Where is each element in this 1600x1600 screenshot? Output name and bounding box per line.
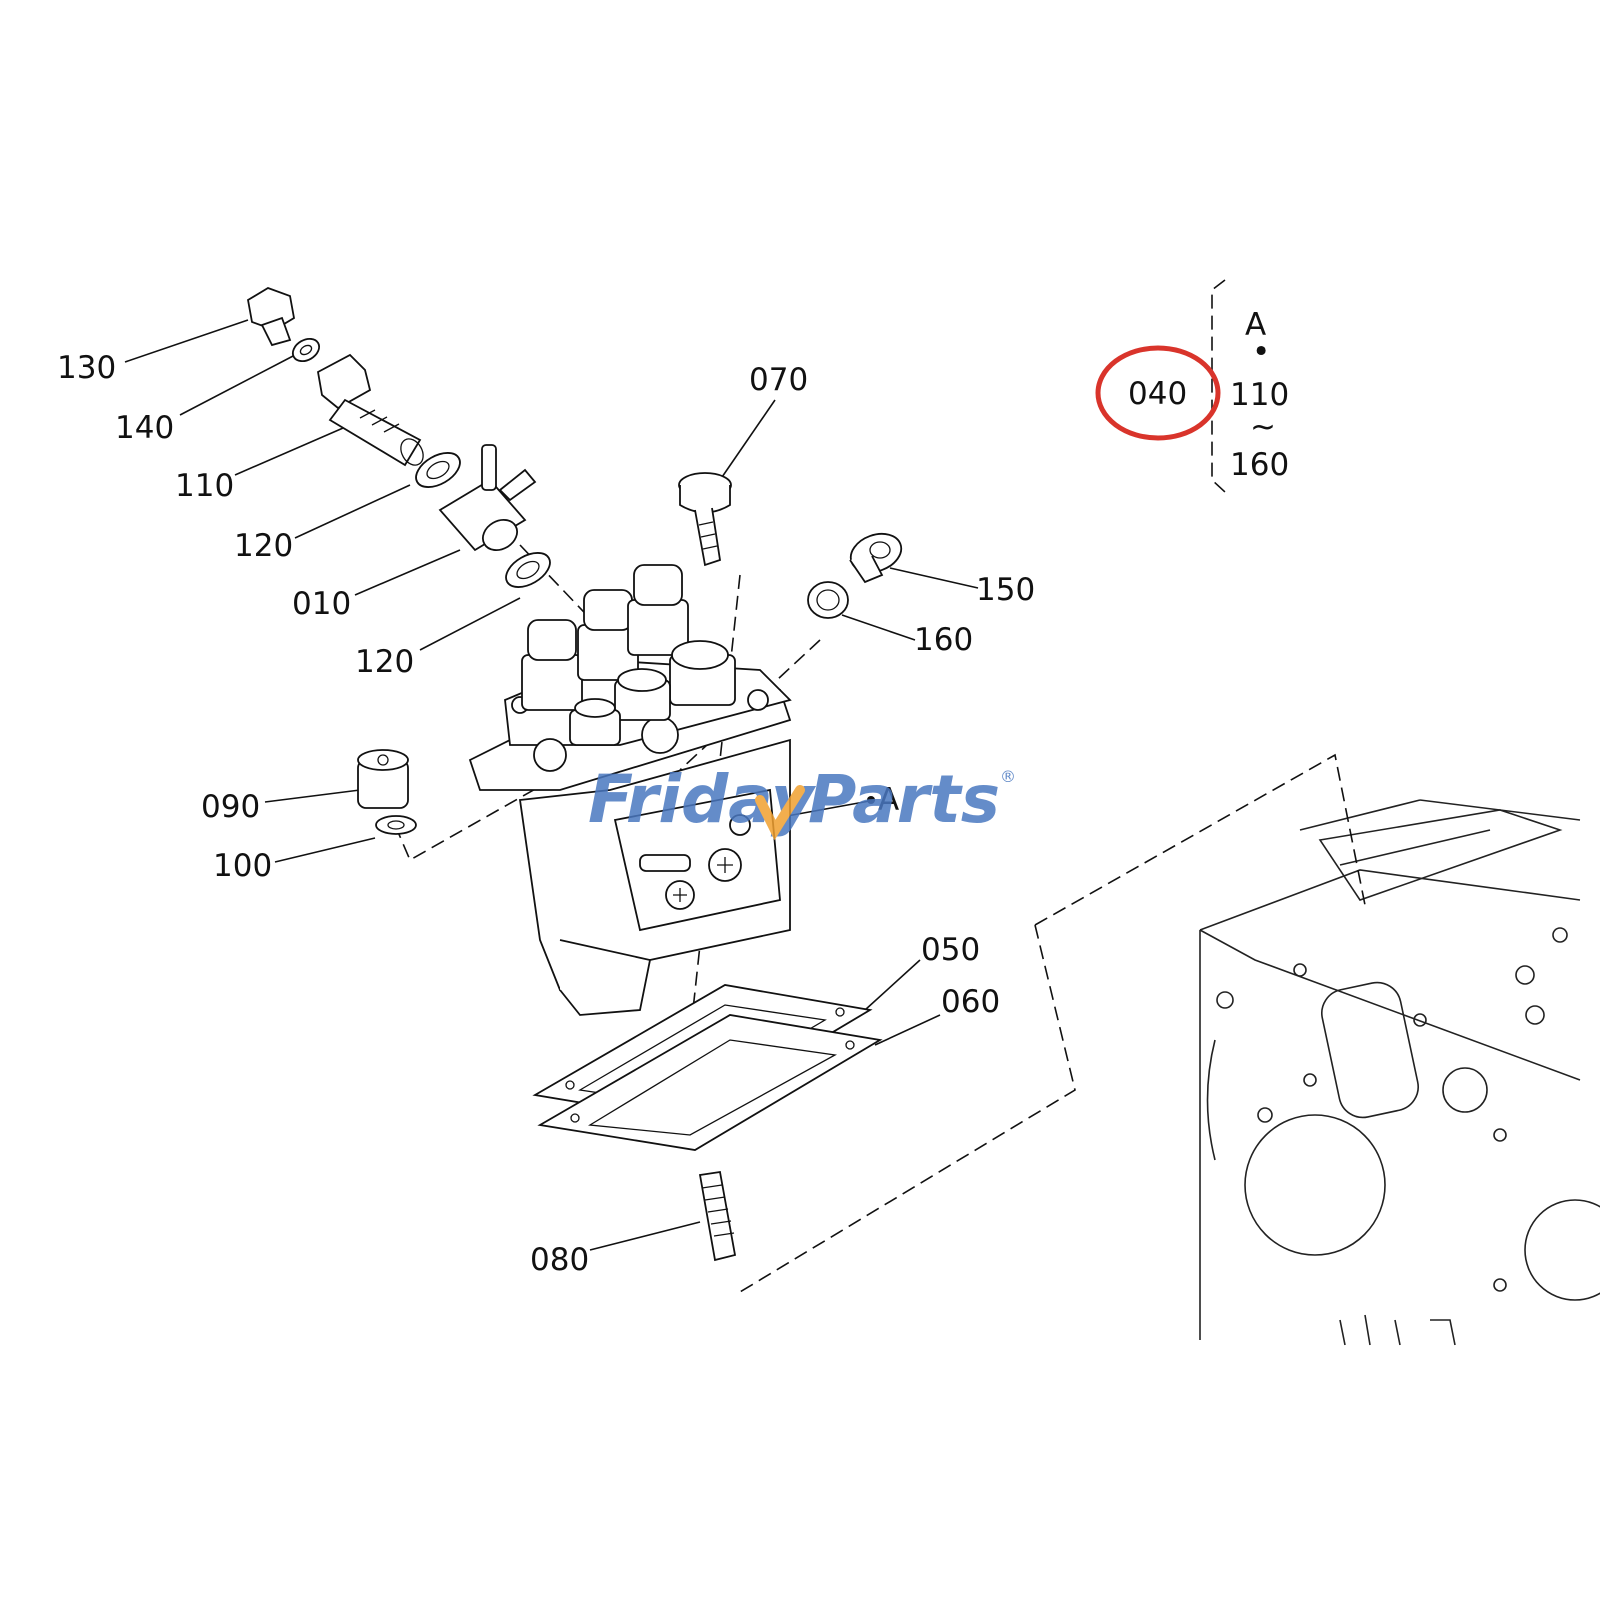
bracket-item-160: 160 [1230,447,1289,483]
callout-050: 050 [921,932,980,968]
watermark-check-icon [755,785,805,841]
reference-dot [867,796,875,804]
callout-080: 080 [530,1242,589,1278]
banjo-fitting-010 [438,444,537,552]
washer-120-lower [505,552,551,588]
eye-bolt-110 [317,353,424,467]
callout-010: 010 [292,586,351,622]
engine-block [1199,799,1600,1346]
callout-160: 160 [914,622,973,658]
washer-120-upper [415,452,461,488]
callout-060: 060 [941,984,1000,1020]
watermark-logo: Friday Parts ® [588,761,1016,841]
highlighted-part-number: 040 [1128,376,1187,412]
screw-070 [678,472,732,567]
watermark-registered-mark: ® [1000,767,1016,786]
callout-110: 110 [175,468,234,504]
bracket-item-110: 110 [1230,377,1289,413]
callout-100: 100 [213,848,272,884]
assembly-group-bracket: A • 110 ~ 160 040 [1095,279,1289,493]
bracket-item-range: ~ [1250,409,1276,445]
callout-120-lower: 120 [355,644,414,680]
plug-150 [849,532,903,584]
callout-120-upper: 120 [234,528,293,564]
callout-labels: 130 140 110 120 010 120 070 150 160 090 … [57,350,1035,1278]
injection-pump-040 [468,564,792,1016]
callout-150: 150 [976,572,1035,608]
delivery-valve-holders [521,564,736,746]
bracket-item-a: A [1245,307,1266,343]
highlight-circle [1095,345,1221,441]
washer-100 [375,815,417,835]
washer-160 [807,581,849,619]
callout-140: 140 [115,410,174,446]
callout-130: 130 [57,350,116,386]
callout-090: 090 [201,789,260,825]
stud-080 [698,1170,737,1262]
washer-140 [291,337,321,363]
damper-090 [357,749,409,809]
watermark-text-parts: Parts [808,761,1000,838]
gasket-060 [537,1014,883,1151]
bracket-item-dot: • [1252,334,1270,370]
callout-070: 070 [749,362,808,398]
reference-mark-a: A [878,782,899,818]
bolt-130 [247,287,295,347]
